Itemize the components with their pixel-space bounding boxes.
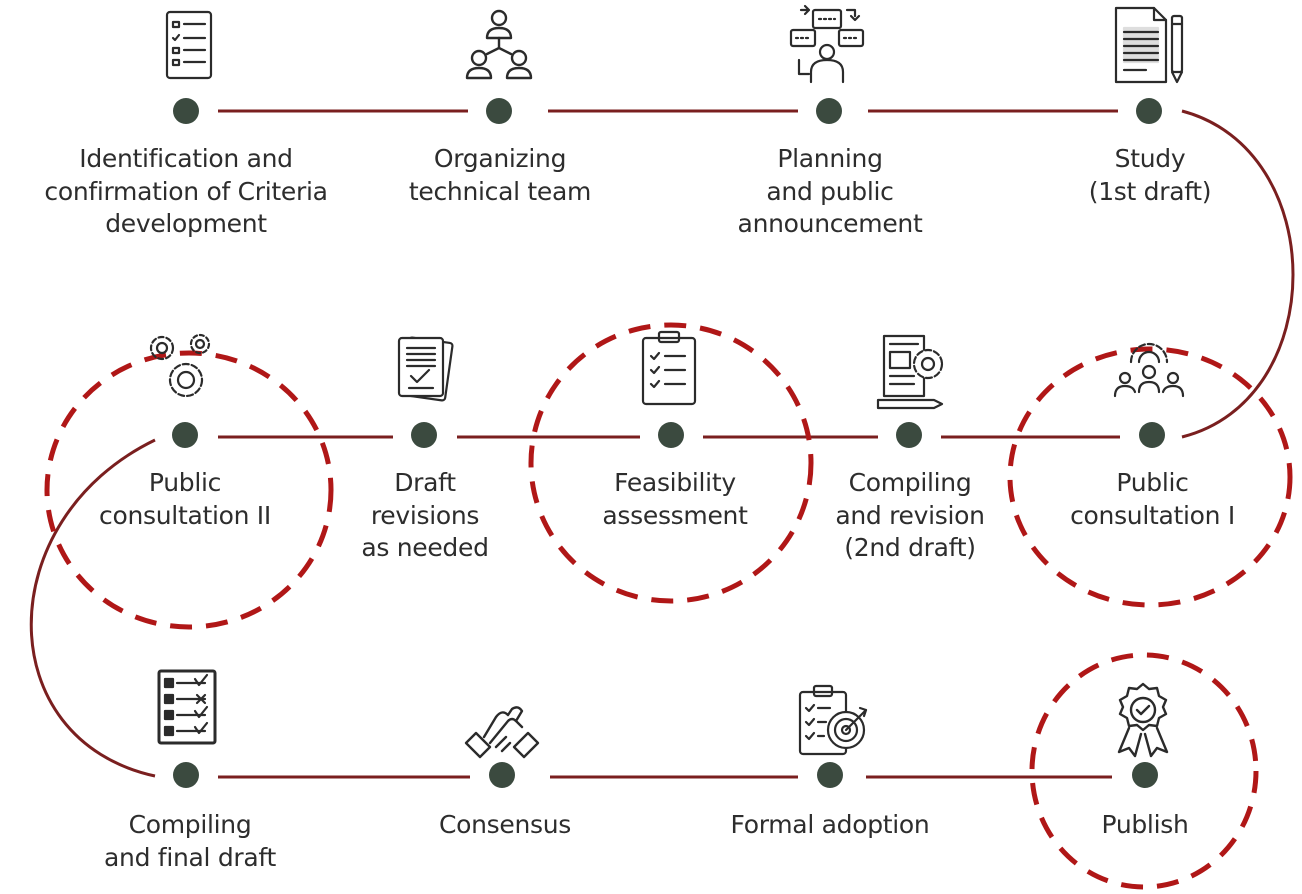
stacked-documents-icon <box>381 326 465 410</box>
clipboard-checklist-icon <box>627 326 711 410</box>
step-node-public-consultation-1 <box>1139 422 1165 448</box>
document-pencil-icon <box>1106 2 1190 86</box>
people-gear-icon <box>1107 326 1191 410</box>
checklist-icon <box>147 2 231 86</box>
step-label-planning: Planning and public announcement <box>737 144 923 238</box>
step-label-study: Study (1st draft) <box>1088 144 1212 206</box>
step-label-identification: Identification and confirmation of Crite… <box>44 144 328 238</box>
handshake-icon <box>460 685 544 769</box>
step-node-publish <box>1132 762 1158 788</box>
document-gear-icon <box>870 326 954 410</box>
step-label-draft-revisions: Draft revisions as needed <box>361 468 489 562</box>
step-node-identification <box>173 98 199 124</box>
award-badge-icon <box>1101 678 1185 762</box>
step-label-publish: Publish <box>1101 810 1189 839</box>
highlight-circle-publish <box>1029 652 1259 890</box>
step-label-feasibility: Feasibility assessment <box>602 468 748 530</box>
step-node-formal-adoption <box>817 762 843 788</box>
connector-curve-left <box>29 438 156 778</box>
step-label-compiling-final: Compiling and final draft <box>104 810 276 872</box>
step-node-compiling-revision <box>896 422 922 448</box>
step-node-public-consultation-2 <box>172 422 198 448</box>
step-label-consensus: Consensus <box>438 810 572 839</box>
step-node-compiling-final <box>173 762 199 788</box>
step-node-consensus <box>489 762 515 788</box>
team-network-icon <box>457 2 541 86</box>
connector-curve-right <box>1181 109 1295 439</box>
highlight-circle-public-consultation-2 <box>44 350 334 630</box>
step-node-organizing <box>486 98 512 124</box>
highlight-circle-public-consultation-1 <box>1007 346 1293 608</box>
step-label-formal-adoption: Formal adoption <box>730 810 930 839</box>
step-node-feasibility <box>658 422 684 448</box>
presentation-discussion-icon <box>785 2 869 86</box>
step-label-public-consultation-2: Public consultation II <box>99 468 271 530</box>
step-node-planning <box>816 98 842 124</box>
step-label-organizing: Organizing technical team <box>408 144 592 206</box>
step-node-draft-revisions <box>411 422 437 448</box>
step-label-public-consultation-1: Public consultation I <box>1070 468 1235 530</box>
step-node-study <box>1136 98 1162 124</box>
gears-icon <box>138 326 222 410</box>
checklist-board-icon <box>145 665 229 749</box>
step-label-compiling-revision: Compiling and revision (2nd draft) <box>835 468 985 562</box>
clipboard-target-icon <box>790 678 874 762</box>
highlight-circle-feasibility <box>528 322 814 604</box>
